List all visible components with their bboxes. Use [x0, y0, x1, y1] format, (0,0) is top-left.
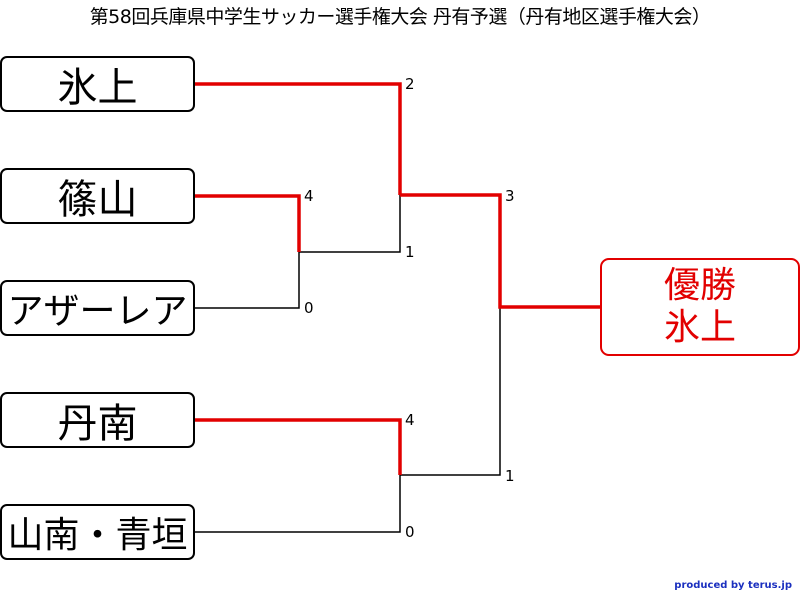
team-hikami: 氷上 [0, 56, 195, 112]
champion-label: 優勝 [663, 265, 736, 306]
team-sannan-aogaki: 山南・青垣 [0, 504, 195, 560]
line-tannan [195, 418, 402, 475]
champion-box: 優勝 氷上 [600, 258, 800, 356]
page-title: 第58回兵庫県中学生サッカー選手権大会 丹有予選（丹有地区選手権大会） [89, 6, 711, 28]
line-azarea [195, 252, 300, 309]
score-qf-sasayama: 4 [304, 187, 314, 205]
line-hikami [195, 82, 402, 195]
score-sf1-hikami: 2 [405, 75, 415, 93]
score-sf2-sannan: 0 [405, 523, 415, 541]
team-tannan: 丹南 [0, 392, 195, 448]
score-final-bottom: 1 [505, 467, 515, 485]
score-sf2-tannan: 4 [405, 411, 415, 429]
credit-link[interactable]: produced by terus.jp [674, 580, 792, 591]
score-sf1-sasayama: 1 [405, 243, 415, 261]
team-sasayama: 篠山 [0, 168, 195, 224]
line-final-lower [400, 307, 501, 476]
score-final-top: 3 [505, 187, 515, 205]
loser-lines [195, 195, 501, 533]
score-qf-azarea: 0 [304, 299, 314, 317]
line-sf1-lower [299, 195, 401, 253]
line-sasayama [195, 194, 301, 252]
winner-lines [195, 82, 600, 475]
champion-name: 氷上 [663, 307, 736, 348]
line-sannan [195, 475, 401, 533]
line-final-upper [400, 193, 600, 309]
team-azarea: アザーレア [0, 280, 195, 336]
